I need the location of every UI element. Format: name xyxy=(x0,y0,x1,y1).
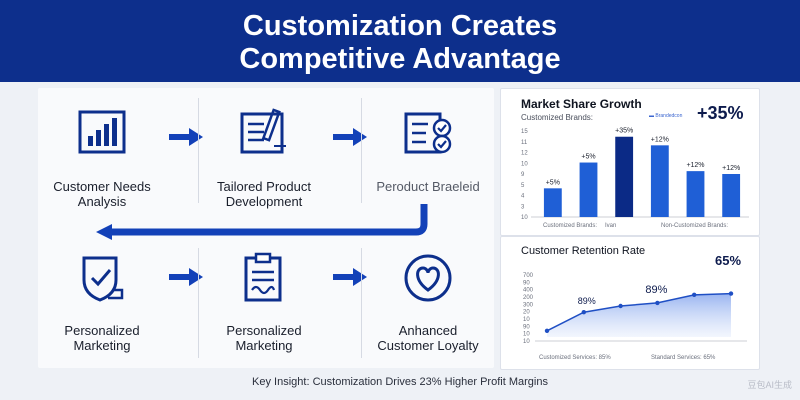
bar xyxy=(615,136,634,217)
data-point xyxy=(581,310,586,315)
arrow-right-icon xyxy=(169,268,203,286)
bar-data-label: +5% xyxy=(546,179,560,186)
arrow-right-icon xyxy=(169,128,203,146)
y-tick-label: 10 xyxy=(521,215,528,221)
data-point xyxy=(655,300,660,306)
y-tick-label: 5 xyxy=(521,183,525,189)
growth-badge: +35% xyxy=(697,103,744,123)
divider xyxy=(198,98,199,203)
data-point xyxy=(544,328,550,333)
data-point xyxy=(618,303,623,309)
page-title: Customization Creates Competitive Advant… xyxy=(239,10,561,75)
watermark: 豆包AI生成 xyxy=(747,380,792,390)
arrow-right-icon xyxy=(333,268,367,286)
y-tick-label: 10 xyxy=(521,161,528,167)
shield-check-icon xyxy=(82,256,124,302)
chart-subtitle: Customized Brands: xyxy=(521,113,594,122)
return-arrow-icon xyxy=(96,204,428,240)
chart-title: Market Share Growth xyxy=(521,97,642,111)
clipboard-icon xyxy=(244,252,282,302)
bar-data-label: +12% xyxy=(651,136,669,143)
key-insight: Key Insight: Customization Drives 23% Hi… xyxy=(252,376,548,388)
heart-icon xyxy=(404,254,452,302)
divider xyxy=(198,248,199,358)
y-tick-label: 10 xyxy=(523,332,530,338)
y-tick-label: 20 xyxy=(523,310,530,316)
y-tick-label: 400 xyxy=(523,288,534,294)
bar-data-label: +35% xyxy=(615,128,633,135)
header-banner: Customization Creates Competitive Advant… xyxy=(0,0,800,82)
bar-data-label: +12% xyxy=(686,162,704,169)
x-axis-label: Customized Services: 85% xyxy=(539,355,611,361)
y-tick-label: 10 xyxy=(523,317,530,323)
y-tick-label: 300 xyxy=(523,302,534,308)
y-tick-label: 4 xyxy=(521,194,525,200)
y-tick-label: 12 xyxy=(521,151,528,157)
bar xyxy=(650,145,669,217)
bar-data-label: +12% xyxy=(722,165,740,172)
y-tick-label: 15 xyxy=(521,129,528,135)
y-tick-label: 9 xyxy=(521,172,525,178)
x-axis-label: Ivan xyxy=(605,223,616,229)
bar xyxy=(722,174,741,217)
market-share-chart-card: Market Share Growth Customized Brands: ▬… xyxy=(500,88,760,236)
y-tick-label: 3 xyxy=(521,204,525,210)
y-tick-label: 90 xyxy=(523,280,530,286)
point-label: 89% xyxy=(645,284,667,296)
chart-title: Customer Retention Rate xyxy=(521,245,646,257)
bar-chart: 15 11 12 10 9 5 4 3 10 +5% +5% +35% +12% +12% +12% Cust… xyxy=(521,128,749,229)
checklist-icon xyxy=(404,112,452,154)
bar xyxy=(686,171,705,217)
line-chart: 70090400200300201090101089%89%Customized… xyxy=(523,273,747,361)
y-tick-label: 90 xyxy=(523,324,530,330)
x-axis-label: Standard Services: 65% xyxy=(651,355,716,361)
data-point xyxy=(692,292,697,298)
series-line xyxy=(546,292,732,332)
bar-chart-icon xyxy=(78,110,126,154)
bar xyxy=(579,162,598,217)
point-label: 89% xyxy=(578,296,596,306)
x-axis-label: Customized Brands: xyxy=(543,223,597,229)
divider xyxy=(361,98,362,203)
y-tick-label: 200 xyxy=(523,295,534,301)
data-point xyxy=(728,291,734,296)
x-axis-label: Non-Customized Brands: xyxy=(661,223,728,229)
step-product-branding: Peroduct Braeleid xyxy=(368,106,488,194)
bar-data-label: +5% xyxy=(581,154,595,161)
y-tick-label: 11 xyxy=(521,140,528,146)
bar xyxy=(543,188,562,217)
y-tick-label: 700 xyxy=(523,273,534,279)
divider xyxy=(361,248,362,358)
blueprint-icon xyxy=(240,108,286,154)
y-tick-label: 10 xyxy=(523,339,530,345)
retention-badge: 65% xyxy=(715,253,742,268)
area-fill xyxy=(547,293,731,337)
arrow-right-icon xyxy=(333,128,367,146)
chart-legend: ▬ Brandedcon xyxy=(649,113,683,119)
